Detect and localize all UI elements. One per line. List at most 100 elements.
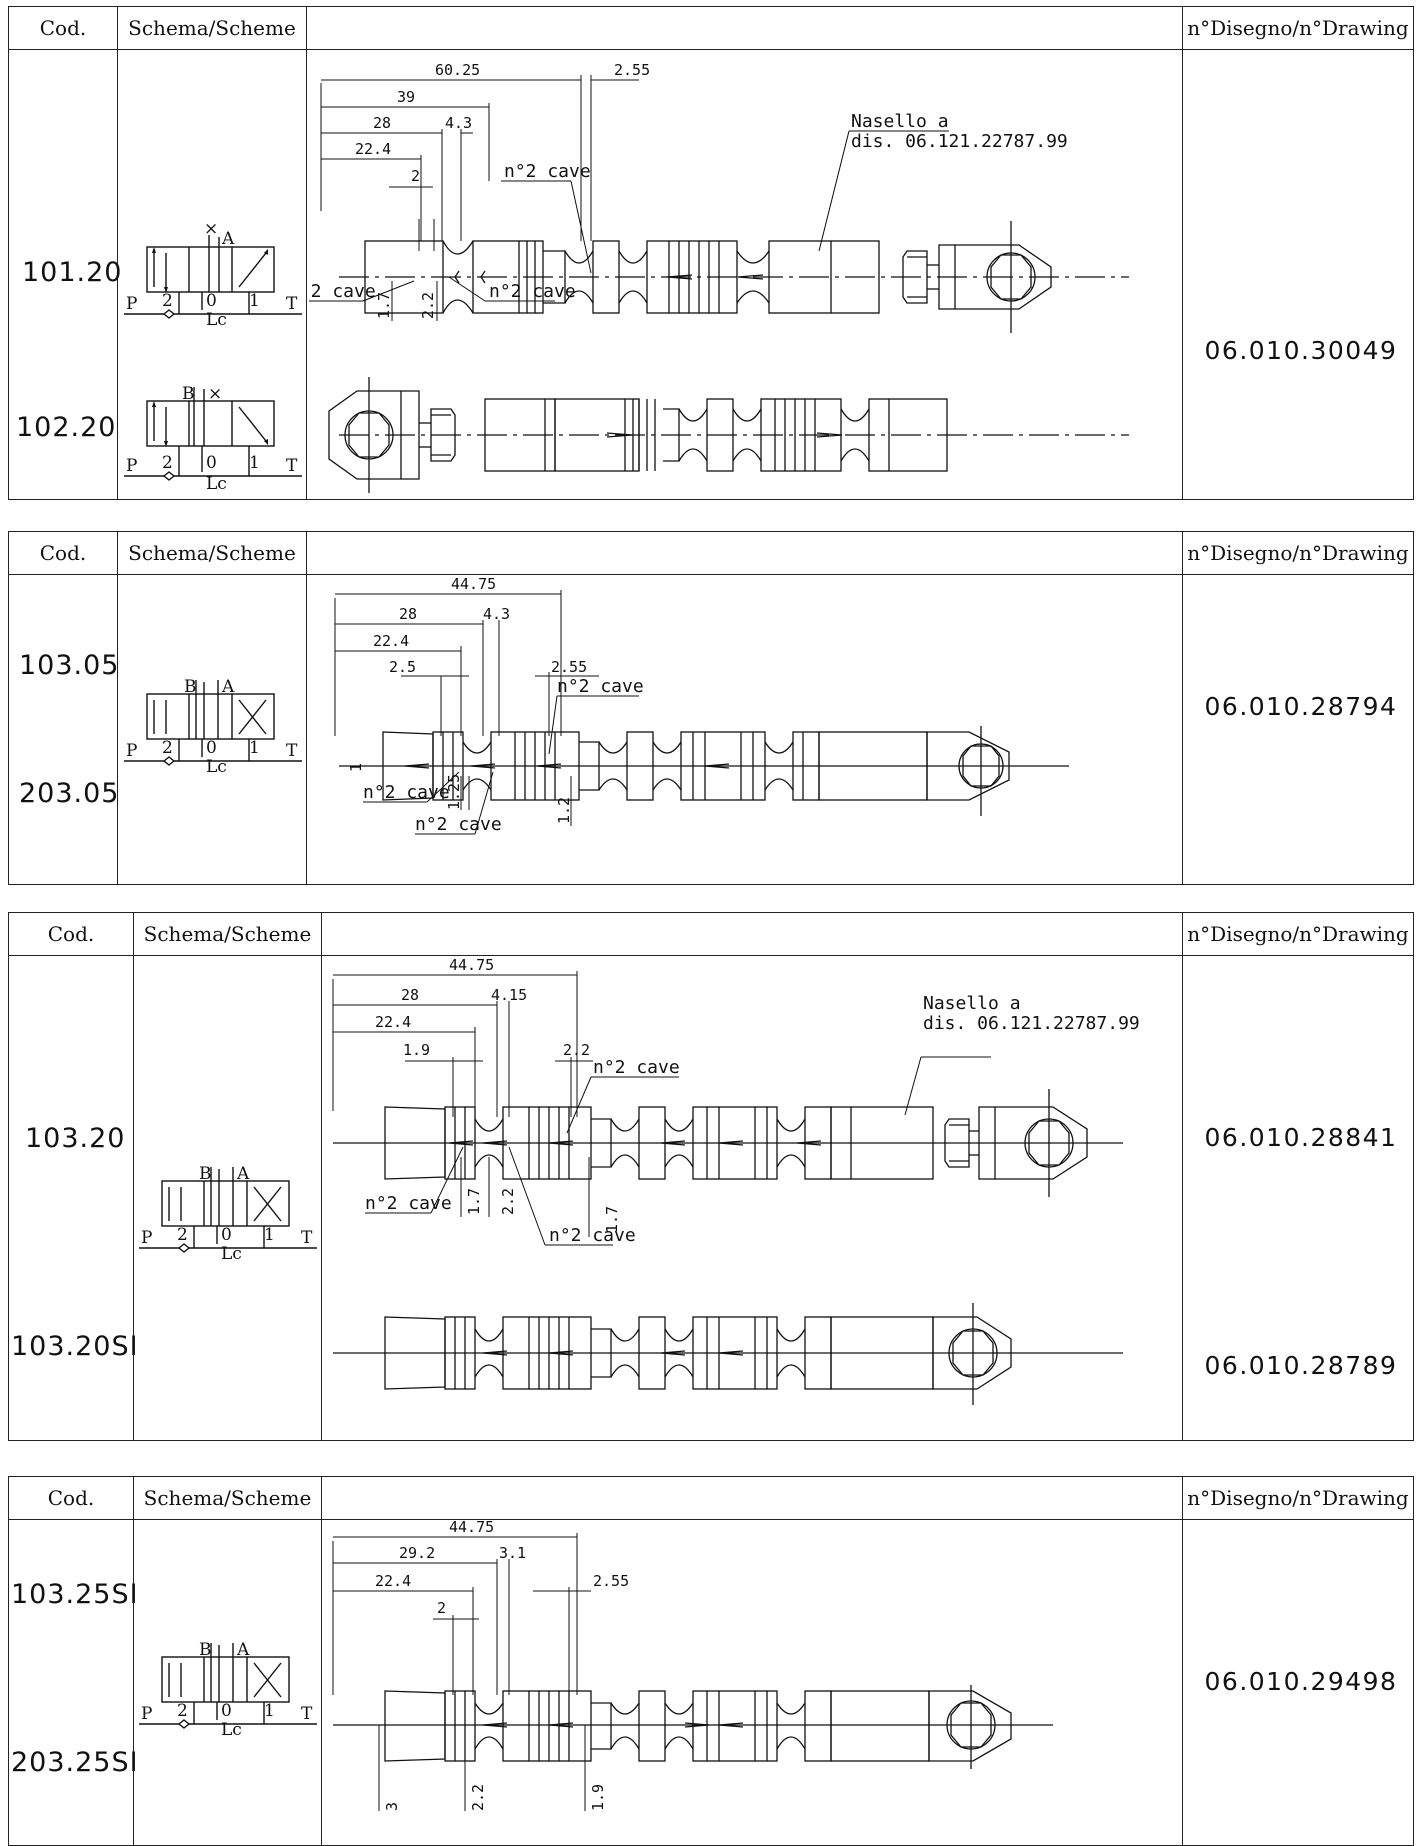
header-drawing: n°Disegno/n°Drawing [1187, 922, 1409, 946]
dim-label: 60.25 [435, 61, 480, 79]
symbol-port-a: A [236, 1164, 250, 1184]
spool-drawing: 60.25 2.55 39 28 4.3 22.4 2 1.7 2.2 n°2 … [309, 61, 1129, 493]
code-label: 103.05 [19, 650, 120, 681]
groove-note: n°2 cave [489, 281, 576, 302]
header-drawing: n°Disegno/n°Drawing [1187, 1486, 1409, 1510]
drawing-number: 06.010.28841 [1204, 1123, 1398, 1152]
dim-label: 2.2 [469, 1784, 487, 1811]
dim-label: 44.75 [449, 957, 494, 974]
code-label: 103.20SI [11, 1331, 139, 1362]
symbol-port-b: B [184, 677, 197, 697]
nasello-note: Nasello a [923, 993, 1021, 1014]
dim-label: 1.9 [403, 1041, 430, 1059]
drawing-number: 06.010.30049 [1204, 336, 1398, 365]
spool-drawing: 44.75 28 4.3 22.4 2.55 2.5 1 1.25 1.2 n°… [334, 576, 1069, 835]
symbol-port-t: T [286, 294, 298, 314]
symbol-pos-1: 1 [264, 1701, 275, 1721]
symbol-lc: Lc [221, 1720, 242, 1737]
dim-label: 1.9 [589, 1784, 607, 1811]
symbol-pos-2: 2 [162, 453, 173, 473]
symbol-lc: Lc [206, 757, 227, 774]
symbol-port-b: B [199, 1640, 212, 1660]
dim-label: 22.4 [375, 1572, 411, 1590]
valve-symbol: B × P 2 0 1 T Lc [124, 384, 302, 494]
dim-label: 44.75 [451, 576, 496, 593]
header-scheme: Schema/Scheme [143, 1486, 312, 1510]
table-header-row [9, 913, 1413, 956]
dim-label: 2.55 [614, 61, 650, 79]
groove-note: n°2 cave [557, 676, 644, 697]
symbol-port-t: T [301, 1228, 313, 1248]
symbol-pos-0: 0 [206, 291, 217, 311]
header-drawing: n°Disegno/n°Drawing [1187, 16, 1409, 40]
symbol-x: × [208, 384, 222, 404]
symbol-pos-0: 0 [206, 738, 217, 758]
header-scheme: Schema/Scheme [128, 16, 296, 40]
symbol-pos-1: 1 [264, 1225, 275, 1245]
header-scheme: Schema/Scheme [143, 922, 312, 946]
dim-label: 2.5 [389, 658, 416, 676]
dim-label: 2 [437, 1599, 446, 1617]
dim-label: 28 [399, 605, 417, 623]
nasello-note: Nasello a [851, 111, 949, 132]
dim-label: 39 [397, 88, 415, 106]
drawing-number: 06.010.28789 [1204, 1351, 1398, 1380]
dim-label: 1.25 [445, 774, 463, 810]
dim-label: 1.7 [465, 1188, 483, 1215]
groove-note: n°2 cave [415, 814, 502, 835]
dim-label: 22.4 [373, 632, 409, 650]
code-label: 103.25SI [11, 1579, 139, 1610]
symbol-port-p: P [126, 456, 137, 476]
valve-symbol: B A P 2 0 1 T Lc [124, 677, 302, 774]
dim-label: 2.2 [419, 292, 437, 319]
nasello-note: dis. 06.121.22787.99 [851, 131, 1068, 152]
dim-label: 2.55 [551, 658, 587, 676]
dim-label: 29.2 [399, 1544, 435, 1562]
symbol-pos-0: 0 [221, 1701, 232, 1721]
dim-label: 3.1 [499, 1544, 526, 1562]
dim-label: 2.2 [563, 1041, 590, 1059]
dim-label: 1 [347, 763, 365, 772]
code-label: 203.05 [19, 778, 120, 809]
symbol-lc: Lc [206, 310, 227, 327]
symbol-port-p: P [141, 1704, 152, 1724]
symbol-pos-2: 2 [162, 291, 173, 311]
spool-table-panel-3: Cod. Schema/Scheme n°Disegno/n°Drawing 1… [8, 912, 1414, 1441]
header-cod: Cod. [39, 541, 87, 565]
symbol-pos-0: 0 [206, 453, 217, 473]
dim-label: 1.7 [603, 1206, 621, 1233]
dim-label: 28 [401, 986, 419, 1004]
spool-table-panel-1: Cod. Schema/Scheme n°Disegno/n°Drawing 1… [8, 6, 1414, 500]
symbol-port-p: P [141, 1228, 152, 1248]
symbol-pos-1: 1 [249, 291, 260, 311]
header-drawing: n°Disegno/n°Drawing [1187, 541, 1409, 565]
spool-drawing: 44.75 28 4.15 22.4 1.9 2.2 1.7 2.2 1.7 n… [332, 957, 1140, 1405]
symbol-port-a: A [236, 1640, 250, 1660]
groove-note: n°2 cave [593, 1057, 680, 1078]
code-label: 203.25SI [11, 1747, 139, 1778]
symbol-port-a: A [221, 229, 235, 249]
header-scheme: Schema/Scheme [128, 541, 296, 565]
symbol-port-b: B [199, 1164, 212, 1184]
symbol-port-b: B [182, 384, 195, 404]
dim-label: 2.55 [593, 1572, 629, 1590]
dim-label: 28 [373, 114, 391, 132]
symbol-pos-1: 1 [249, 738, 260, 758]
symbol-port-a: A [221, 677, 235, 697]
dim-label: 22.4 [375, 1013, 411, 1031]
spool-drawing: 44.75 29.2 3.1 22.4 2.55 2 3 2.2 1.9 [332, 1521, 1053, 1811]
nasello-note: dis. 06.121.22787.99 [923, 1013, 1140, 1034]
dim-label: 3 [383, 1802, 401, 1811]
symbol-lc: Lc [206, 474, 227, 494]
symbol-pos-2: 2 [177, 1225, 188, 1245]
header-cod: Cod. [39, 16, 87, 40]
table-header-row [9, 1477, 1413, 1520]
valve-symbol: × A P 2 0 1 T Lc [124, 219, 302, 327]
header-cod: Cod. [47, 922, 95, 946]
groove-note: n°2 cave [363, 782, 450, 803]
dim-label: 2 [411, 167, 420, 185]
groove-note: n°2 cave [549, 1225, 636, 1246]
symbol-port-p: P [126, 741, 137, 761]
symbol-lc: Lc [221, 1244, 242, 1261]
symbol-x: × [204, 219, 218, 239]
